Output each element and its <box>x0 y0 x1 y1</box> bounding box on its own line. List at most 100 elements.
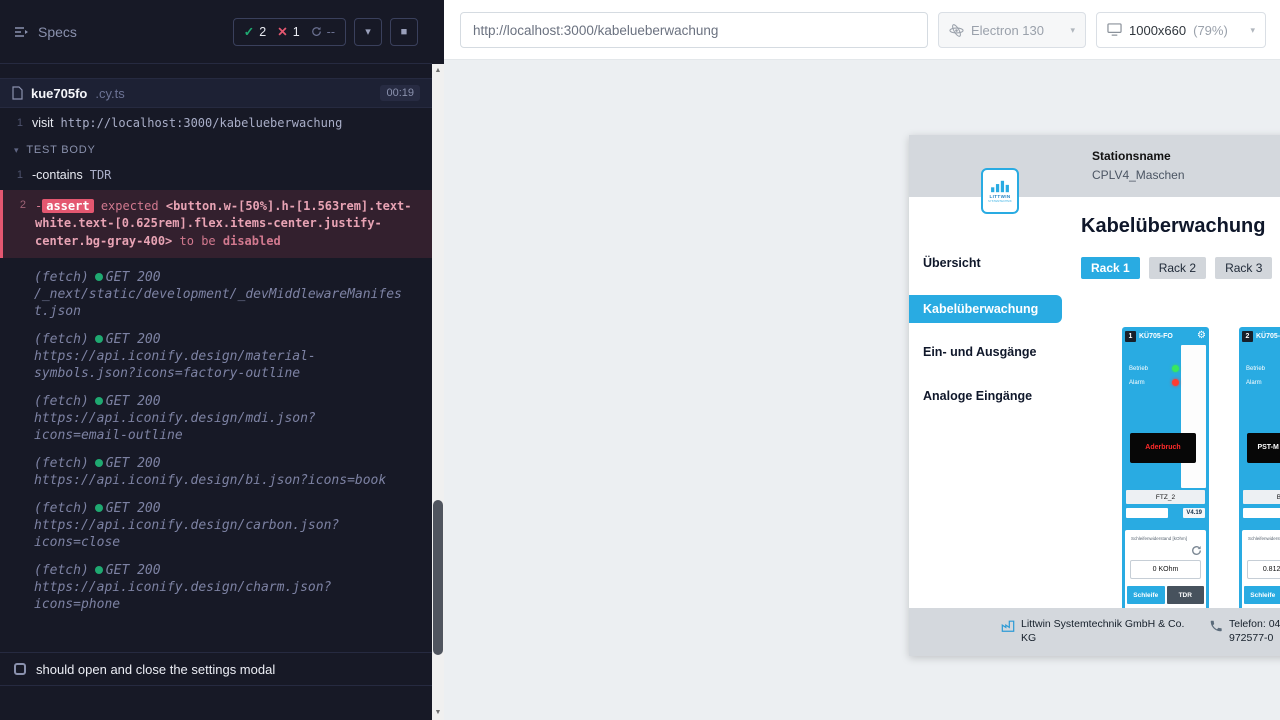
scroll-down-arrow[interactable]: ▼ <box>432 706 444 720</box>
url-input[interactable] <box>460 12 928 48</box>
cable-label: B23 <box>1243 490 1280 504</box>
station-info: Stationsname CPLV4_Maschen <box>1092 149 1185 182</box>
chevron-down-icon: ▾ <box>1250 25 1255 36</box>
indicator-box <box>1243 508 1280 518</box>
status-display: PST-M prüfen <box>1247 433 1280 463</box>
device-number: 1 <box>1125 331 1136 342</box>
browser-select[interactable]: Electron 130 ▾ <box>938 12 1086 48</box>
factory-icon <box>1001 619 1015 633</box>
tab-rack-3[interactable]: Rack 3 <box>1215 257 1272 279</box>
chevron-down-icon: ▾ <box>1070 25 1075 36</box>
viewport-select[interactable]: 1000x660 (79%) ▾ <box>1096 12 1266 48</box>
command-contains[interactable]: 1 -contains TDR <box>0 164 432 186</box>
status-ok-dot <box>95 566 103 574</box>
fetch-log-row[interactable]: (fetch)GET 200 https://api.iconify.desig… <box>0 331 432 382</box>
stop-icon: ■ <box>401 26 408 38</box>
fetch-log-row[interactable]: (fetch)GET 200 https://api.iconify.desig… <box>0 500 432 551</box>
stop-run-button[interactable]: ■ <box>390 18 418 46</box>
stat-failed: ✕ 1 <box>277 24 299 39</box>
test-box-icon <box>14 663 26 675</box>
schleife-button[interactable]: Schleife <box>1244 586 1280 604</box>
command-visit[interactable]: 1 visit http://localhost:3000/kabelueber… <box>0 112 432 134</box>
phone-icon <box>1209 619 1223 633</box>
device-title: KÜ705-FO <box>1139 333 1197 340</box>
chevron-down-icon: ▾ <box>14 145 19 156</box>
stat-passed: ✓ 2 <box>244 24 266 39</box>
device-card: 1 KÜ705-FO ⚙ Betrieb Alarm Aderbruch FTZ… <box>1122 327 1209 608</box>
spec-extension: .cy.ts <box>95 86 124 101</box>
reporter-header: Specs ✓ 2 ✕ 1 -- ▾ ■ <box>0 0 432 64</box>
fetch-log-row[interactable]: (fetch)GET 200 /_next/static/development… <box>0 269 432 320</box>
nav-item-uebersicht[interactable]: Übersicht <box>923 256 981 270</box>
spec-name: kue705fo <box>31 86 87 101</box>
refresh-icon[interactable] <box>1191 544 1202 555</box>
device-number: 2 <box>1242 331 1253 342</box>
spec-file-bar[interactable]: kue705fo .cy.ts 00:19 <box>0 78 432 108</box>
runner-url-bar: Electron 130 ▾ 1000x660 (79%) ▾ <box>444 0 1280 60</box>
firmware-version: V4.19 <box>1183 508 1205 518</box>
aut-stage: LITTWIN SYSTEMTECHNIK Stationsname CPLV4… <box>444 60 1280 720</box>
status-display: Aderbruch <box>1130 433 1196 463</box>
schleife-button[interactable]: Schleife <box>1127 586 1165 604</box>
reporter-scrollbar[interactable]: ▲ ▼ <box>432 64 444 720</box>
test-stats: ✓ 2 ✕ 1 -- <box>233 18 346 46</box>
station-name: CPLV4_Maschen <box>1092 168 1185 182</box>
footer-phone[interactable]: Telefon: 04402 972577-0 <box>1209 618 1280 645</box>
electron-icon <box>949 23 964 38</box>
app-footer: Littwin Systemtechnik GmbH & Co. KG Tele… <box>909 608 1280 656</box>
status-ok-dot <box>95 459 103 467</box>
app-sidebar: Übersicht Kabelüberwachung Ein- und Ausg… <box>909 197 1062 608</box>
tab-rack-2[interactable]: Rack 2 <box>1149 257 1206 279</box>
refresh-icon <box>311 26 322 37</box>
device-settings-icon[interactable]: ⚙ <box>1197 331 1206 341</box>
viewport-icon <box>1107 23 1122 37</box>
status-ok-dot <box>95 504 103 512</box>
device-panel <box>1181 345 1206 488</box>
device-card: 2 KÜ705-FO ⚙ Betrieb Alarm PST-M prüfen … <box>1239 327 1280 608</box>
cypress-reporter: Specs ✓ 2 ✕ 1 -- ▾ ■ <box>0 0 444 720</box>
scroll-up-arrow[interactable]: ▲ <box>432 64 444 78</box>
assert-badge: assert <box>42 199 93 213</box>
cable-label: FTZ_2 <box>1126 490 1205 504</box>
test-body-section[interactable]: ▾ TEST BODY <box>0 134 432 164</box>
file-icon <box>12 86 23 100</box>
failed-assert-command[interactable]: 2 -assert expected <button.w-[50%].h-[1.… <box>0 190 432 258</box>
next-test-row[interactable]: should open and close the settings modal <box>0 652 432 686</box>
rack-tabs: Rack 1 Rack 2 Rack 3 Rack 4 <box>1081 257 1280 279</box>
device-cards: 1 KÜ705-FO ⚙ Betrieb Alarm Aderbruch FTZ… <box>1122 327 1280 608</box>
betrieb-led <box>1172 365 1179 372</box>
scrollbar-thumb[interactable] <box>433 500 443 655</box>
cross-icon: ✕ <box>277 24 287 39</box>
specs-link[interactable]: Specs <box>38 24 77 40</box>
tdr-button[interactable]: TDR <box>1167 586 1205 604</box>
device-title: KÜ705-FO <box>1256 333 1280 340</box>
fetch-log-row[interactable]: (fetch)GET 200 https://api.iconify.desig… <box>0 562 432 613</box>
collapse-reporter-button[interactable]: ▾ <box>354 18 382 46</box>
measurement-section: Schleifenwiderstand [kOhm] 0 KOhm Schlei… <box>1125 530 1206 608</box>
app-content: Kabelüberwachung Rack 1 Rack 2 Rack 3 Ra… <box>1062 197 1280 608</box>
resistance-value: 0.812 KOhm <box>1247 560 1280 579</box>
nav-item-analoge-eingaenge[interactable]: Analoge Eingänge <box>923 389 1032 403</box>
resistance-value: 0 KOhm <box>1130 560 1201 579</box>
command-log: 1 visit http://localhost:3000/kabelueber… <box>0 108 432 613</box>
measurement-section: Schleifenwiderstand [kOhm] 0.812 KOhm Sc… <box>1242 530 1280 608</box>
footer-company: Littwin Systemtechnik GmbH & Co. KG <box>1001 618 1201 645</box>
page-title: Kabelüberwachung <box>1081 215 1265 238</box>
spec-duration: 00:19 <box>380 85 420 101</box>
tab-rack-1[interactable]: Rack 1 <box>1081 257 1140 279</box>
specs-menu-icon[interactable] <box>14 25 30 39</box>
status-ok-dot <box>95 335 103 343</box>
fetch-log-row[interactable]: (fetch)GET 200 https://api.iconify.desig… <box>0 455 432 489</box>
logo-bars-icon <box>989 180 1011 193</box>
status-ok-dot <box>95 397 103 405</box>
alarm-led <box>1172 379 1179 386</box>
status-ok-dot <box>95 273 103 281</box>
check-icon: ✓ <box>244 24 254 39</box>
nav-item-kabelueberwachung[interactable]: Kabelüberwachung <box>909 295 1062 323</box>
assert-message: -assert expected <button.w-[50%].h-[1.56… <box>35 198 422 250</box>
stat-pending: -- <box>311 25 335 39</box>
nav-item-ein-und-ausgaenge[interactable]: Ein- und Ausgänge <box>923 345 1036 359</box>
littwin-logo: LITTWIN SYSTEMTECHNIK <box>981 168 1019 214</box>
fetch-log-row[interactable]: (fetch)GET 200 https://api.iconify.desig… <box>0 393 432 444</box>
